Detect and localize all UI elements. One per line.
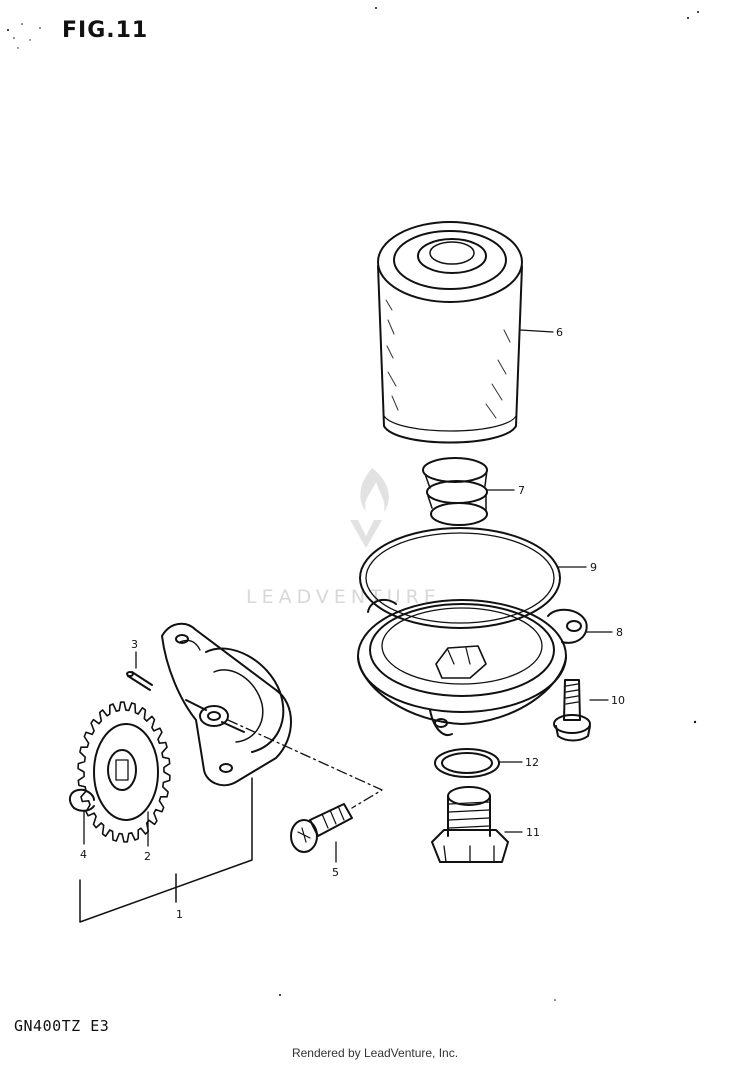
- watermark: LEADVENTURE: [246, 468, 441, 608]
- callout-6: 6: [556, 326, 563, 339]
- callout-1: 1: [176, 908, 183, 921]
- callout-3: 3: [131, 638, 138, 651]
- callout-8: 8: [616, 626, 623, 639]
- assembly-bracket: [79, 777, 253, 923]
- dowel-pin: [126, 671, 153, 691]
- callout-7: 7: [518, 484, 525, 497]
- watermark-text: LEADVENTURE: [246, 586, 441, 608]
- drain-plug: [431, 786, 509, 863]
- oil-pump-body: [161, 622, 292, 787]
- oil-filter-element: [377, 221, 523, 444]
- callout-11: 11: [526, 826, 540, 839]
- scan-specks: [7, 7, 699, 1001]
- bolt-10: [553, 679, 591, 742]
- render-credit: Rendered by LeadVenture, Inc.: [291, 1046, 459, 1060]
- figure-title: FIG.11: [62, 18, 149, 43]
- callout-10: 10: [611, 694, 625, 707]
- callout-labels: 1 2 3 4 5 6 7 8 9 10 11 12: [80, 326, 625, 921]
- callout-12: 12: [525, 756, 539, 769]
- callout-5: 5: [332, 866, 339, 879]
- callout-2: 2: [144, 850, 151, 863]
- gasket-12: [434, 748, 500, 778]
- watermark-v-icon: [350, 520, 382, 548]
- callout-9: 9: [590, 561, 597, 574]
- spring: [422, 457, 488, 526]
- leader-lines: [83, 329, 613, 863]
- callout-4: 4: [80, 848, 87, 861]
- circlip: [68, 788, 95, 812]
- filter-cap: [357, 598, 588, 736]
- watermark-flame-icon: [360, 468, 389, 512]
- alignment-line: [227, 719, 383, 809]
- screw-5: [290, 803, 353, 853]
- pump-drive-gear: [77, 701, 171, 843]
- model-code: GN400TZ E3: [14, 1017, 110, 1035]
- o-ring-large: [359, 527, 561, 629]
